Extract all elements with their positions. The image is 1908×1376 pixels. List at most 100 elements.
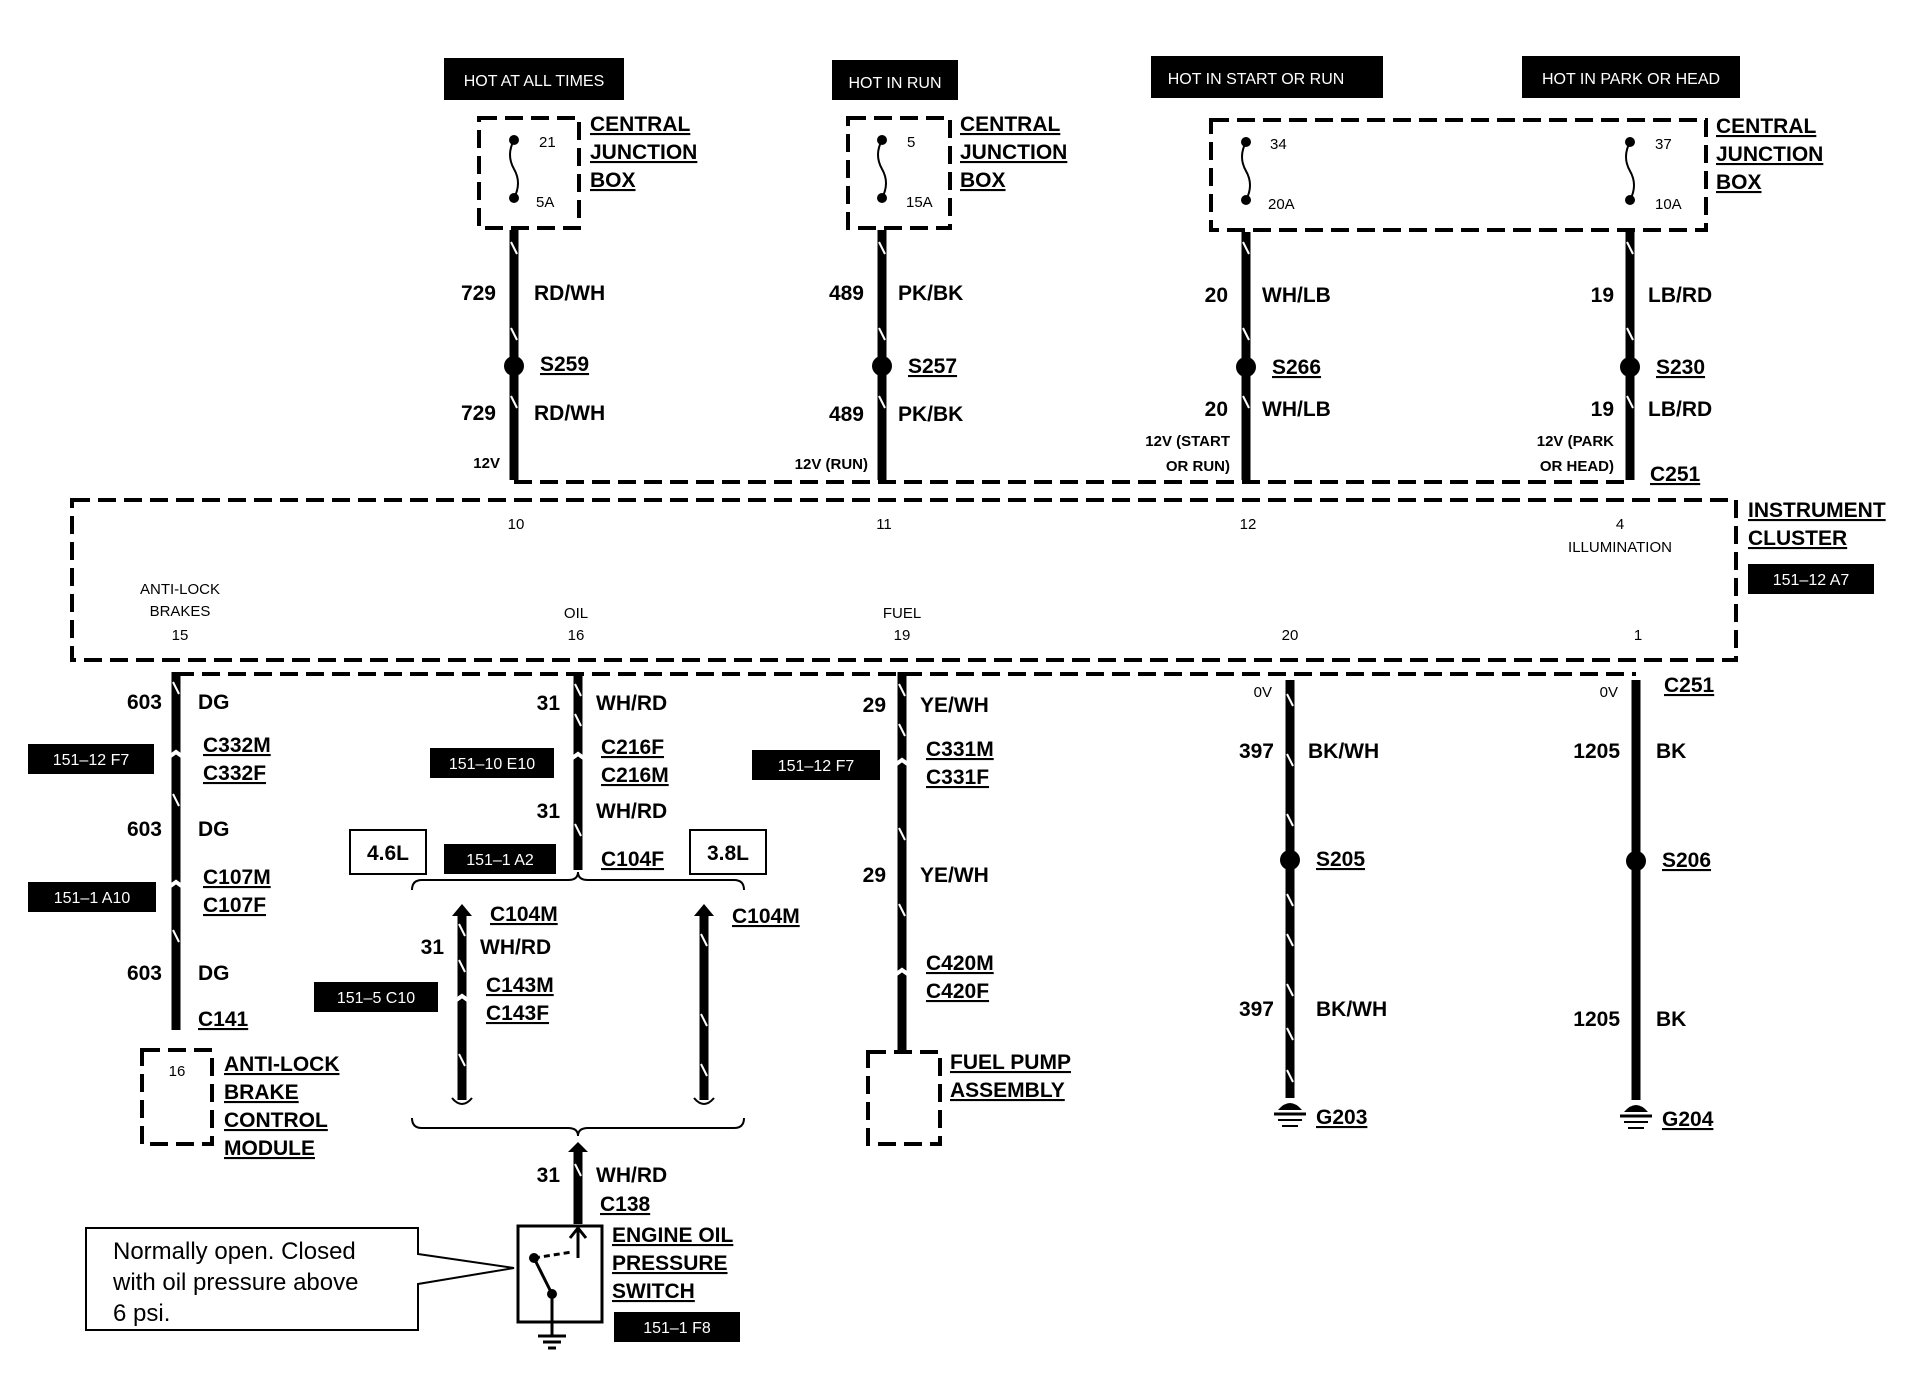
svg-text:C107F: C107F	[203, 894, 266, 917]
labels-1205: 0V C251 1205 BK S206 1205 BK G204	[1573, 674, 1714, 1131]
svg-text:603: 603	[127, 691, 162, 714]
svg-text:WH/LB: WH/LB	[1262, 398, 1331, 421]
labels-397: 0V 397 BK/WH S205 397 BK/WH G203	[1239, 684, 1387, 1129]
svg-text:C104M: C104M	[490, 903, 558, 926]
svg-text:151–12 A7: 151–12 A7	[1773, 572, 1850, 589]
svg-text:C143F: C143F	[486, 1002, 549, 1025]
power-header-3-text: HOT IN START OR RUN	[1168, 71, 1345, 88]
wire-ticks-top	[510, 241, 1634, 409]
fuel-pump-box	[866, 1050, 942, 1146]
ref-tag-oil-1: 151–10 E10	[430, 748, 554, 778]
splice-s206	[1626, 851, 1646, 871]
fuel-pump-label: FUEL PUMP ASSEMBLY	[950, 1051, 1071, 1102]
svg-text:C331M: C331M	[926, 738, 994, 761]
svg-text:RD/WH: RD/WH	[534, 282, 605, 305]
svg-text:SWITCH: SWITCH	[612, 1280, 695, 1303]
svg-text:WH/RD: WH/RD	[596, 692, 667, 715]
cjb-box-2	[846, 116, 952, 230]
svg-text:C216F: C216F	[601, 736, 664, 759]
cjb-box-1	[477, 116, 581, 230]
svg-text:CENTRAL: CENTRAL	[960, 113, 1060, 136]
svg-text:20A: 20A	[1268, 196, 1295, 213]
power-header-4-text: HOT IN PARK OR HEAD	[1542, 71, 1720, 88]
svg-text:WH/RD: WH/RD	[596, 1164, 667, 1187]
power-header-3: HOT IN START OR RUN	[1151, 56, 1383, 98]
svg-text:ANTI-LOCK: ANTI-LOCK	[224, 1053, 339, 1076]
svg-text:34: 34	[1270, 136, 1287, 153]
svg-text:INSTRUMENT: INSTRUMENT	[1748, 499, 1886, 522]
svg-text:151–10 E10: 151–10 E10	[449, 756, 535, 773]
svg-text:15: 15	[172, 627, 189, 644]
svg-text:OR RUN): OR RUN)	[1166, 458, 1230, 475]
power-header-1-text: HOT AT ALL TIMES	[464, 73, 605, 90]
cjb-label-1: CENTRAL JUNCTION BOX	[590, 113, 697, 192]
svg-text:489: 489	[829, 403, 864, 426]
svg-text:C251: C251	[1664, 674, 1715, 697]
svg-text:29: 29	[863, 694, 886, 717]
svg-text:729: 729	[461, 282, 496, 305]
splice-s230	[1620, 357, 1640, 377]
svg-text:S206: S206	[1662, 849, 1711, 872]
svg-text:151–1 A2: 151–1 A2	[466, 852, 534, 869]
cjb-label-3: CENTRAL JUNCTION BOX	[1716, 115, 1823, 194]
svg-text:1205: 1205	[1573, 1008, 1620, 1031]
fuse-4: 37 10A	[1625, 136, 1682, 213]
labels-603: 603 DG C332M C332F 603 DG C107M C107F 60…	[127, 691, 271, 1031]
cluster-pins-top: 10 11 12 4 ILLUMINATION	[508, 516, 1672, 556]
power-header-1: HOT AT ALL TIMES	[444, 58, 624, 100]
oil-pressure-switch	[516, 1224, 604, 1350]
svg-text:RD/WH: RD/WH	[534, 402, 605, 425]
svg-text:16: 16	[568, 627, 585, 644]
cjb-box-3	[1209, 118, 1708, 232]
ground-g204-symbol	[1620, 1105, 1652, 1129]
svg-text:WH/RD: WH/RD	[480, 936, 551, 959]
svg-text:12V: 12V	[473, 455, 500, 472]
svg-text:BOX: BOX	[590, 169, 636, 192]
svg-text:G203: G203	[1316, 1106, 1367, 1129]
svg-text:151–1 A10: 151–1 A10	[54, 890, 131, 907]
svg-text:OIL: OIL	[564, 605, 588, 622]
svg-text:5: 5	[907, 134, 915, 151]
svg-text:C138: C138	[600, 1193, 651, 1216]
svg-text:BOX: BOX	[1716, 171, 1762, 194]
svg-text:C216M: C216M	[601, 764, 669, 787]
fuse-1: 21 5A	[509, 134, 556, 211]
svg-text:3.8L: 3.8L	[707, 842, 749, 865]
svg-text:C420M: C420M	[926, 952, 994, 975]
svg-text:21: 21	[539, 134, 556, 151]
fuse-2: 5 15A	[877, 134, 933, 211]
label-c104m-3-8l: C104M	[732, 905, 800, 928]
oil-switch-label: ENGINE OIL PRESSURE SWITCH 151–1 F8	[612, 1224, 740, 1342]
labels-20: 20 WH/LB S266 20 WH/LB 12V (START OR RUN…	[1145, 284, 1331, 475]
svg-text:489: 489	[829, 282, 864, 305]
svg-text:DG: DG	[198, 818, 230, 841]
svg-text:ENGINE OIL: ENGINE OIL	[612, 1224, 734, 1247]
svg-text:4: 4	[1616, 516, 1624, 533]
svg-text:Normally open. Closed: Normally open. Closed	[113, 1238, 356, 1265]
svg-text:JUNCTION: JUNCTION	[960, 141, 1067, 164]
svg-text:C141: C141	[198, 1008, 249, 1031]
engine-3-8l-box: 3.8L	[689, 829, 767, 875]
svg-text:JUNCTION: JUNCTION	[1716, 143, 1823, 166]
ground-g203-symbol	[1274, 1103, 1306, 1127]
svg-text:PRESSURE: PRESSURE	[612, 1252, 728, 1275]
svg-text:ILLUMINATION: ILLUMINATION	[1568, 539, 1672, 556]
labels-31-upper: 31 WH/RD C216F C216M 31 WH/RD C104F	[537, 692, 669, 871]
svg-text:LB/RD: LB/RD	[1648, 398, 1712, 421]
brace-top	[411, 871, 745, 891]
brace-bottom	[411, 1117, 745, 1137]
cjb-label-2: CENTRAL JUNCTION BOX	[960, 113, 1067, 192]
svg-text:S266: S266	[1272, 356, 1321, 379]
labels-729: 729 RD/WH S259 729 RD/WH 12V	[461, 282, 605, 472]
fuse-3: 34 20A	[1241, 136, 1295, 213]
splice-s266	[1236, 357, 1256, 377]
ref-tag-abs-2: 151–1 A10	[28, 882, 156, 912]
svg-text:OR HEAD): OR HEAD)	[1540, 458, 1614, 475]
svg-text:C143M: C143M	[486, 974, 554, 997]
svg-text:MODULE: MODULE	[224, 1137, 315, 1160]
splice-s205	[1280, 850, 1300, 870]
svg-text:PK/BK: PK/BK	[898, 282, 963, 305]
svg-text:6 psi.: 6 psi.	[113, 1300, 170, 1327]
svg-text:YE/WH: YE/WH	[920, 864, 989, 887]
